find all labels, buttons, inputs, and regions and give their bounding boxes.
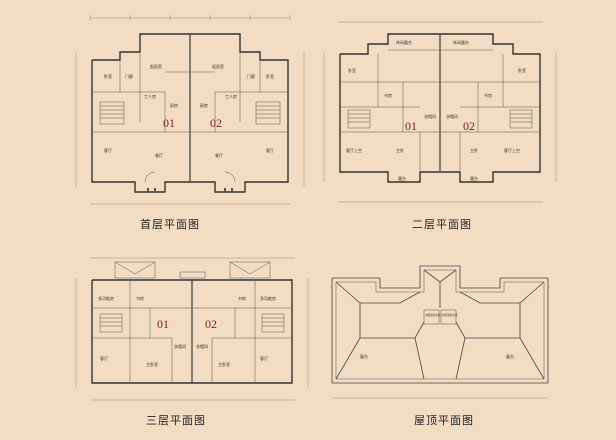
room-label: 衣帽间 xyxy=(424,113,436,119)
room-label: 卧室 xyxy=(266,73,274,79)
room-label: 书房 xyxy=(136,295,144,301)
solar-label: 太阳能热水器 xyxy=(442,313,458,317)
second-floor-plan: 01 02 卧室 卧室 书房 书房 休闲露台 休闲露台 客厅上空 客厅上空 主卧… xyxy=(318,21,563,212)
room-label: 工人房 xyxy=(225,93,237,99)
room-label: 多功能房 xyxy=(260,295,276,301)
room-label: 书房 xyxy=(384,92,392,98)
room-label: 厨房 xyxy=(170,102,178,108)
room-label: 露台 xyxy=(470,175,478,181)
room-label: 卧室 xyxy=(348,67,356,73)
room-label: 露台 xyxy=(360,353,368,359)
room-label: 书房 xyxy=(238,295,246,301)
roof-plan: 太阳能热水器 太阳能热水器 露台 露台 xyxy=(320,258,560,408)
room-label: 主卧 xyxy=(470,147,478,153)
room-label: 客厅 xyxy=(260,355,268,361)
second-floor-drawing: 01 02 卧室 卧室 书房 书房 休闲露台 休闲露台 客厅上空 客厅上空 主卧… xyxy=(323,21,557,203)
room-label: 餐厅 xyxy=(155,152,163,158)
room-label: 卧室 xyxy=(104,73,112,79)
room-label: 门廊 xyxy=(247,73,255,79)
third-floor-plan: 01 02 多功能房 多功能房 书房 书房 衣帽间 衣帽间 客厅 客厅 主卧室 … xyxy=(70,248,315,408)
room-label: 主卧室 xyxy=(218,361,230,367)
room-label: 起居室 xyxy=(212,63,224,69)
room-label: 露台 xyxy=(506,353,514,359)
ground-floor-drawing: 01 02 卧室 卧室 起居室 起居室 门廊 门廊 厨房 厨房 工人房 工人房 … xyxy=(75,15,305,205)
room-label: 衣帽间 xyxy=(446,113,458,119)
unit-number-01: 01 xyxy=(163,116,175,130)
room-label: 餐厅 xyxy=(215,152,223,158)
room-label: 客厅 xyxy=(104,147,112,153)
unit-number-02: 02 xyxy=(210,116,222,130)
plan-caption: 三层平面图 xyxy=(146,414,206,427)
room-label: 主卧 xyxy=(396,147,404,153)
room-label: 衣帽间 xyxy=(196,343,208,349)
room-label: 主卧室 xyxy=(146,361,158,367)
room-label: 起居室 xyxy=(150,63,162,69)
unit-number-02: 02 xyxy=(205,317,217,331)
room-label: 客厅上空 xyxy=(346,147,362,153)
room-label: 客厅 xyxy=(266,147,274,153)
plan-caption: 二层平面图 xyxy=(412,218,472,231)
room-label: 休闲露台 xyxy=(396,39,412,45)
unit-number-02: 02 xyxy=(463,119,475,133)
room-label: 厨房 xyxy=(200,102,208,108)
plan-caption: 首层平面图 xyxy=(140,218,200,231)
solar-label: 太阳能热水器 xyxy=(425,313,441,317)
room-label: 卧室 xyxy=(518,67,526,73)
unit-number-01: 01 xyxy=(157,317,169,331)
room-label: 衣帽间 xyxy=(174,343,186,349)
room-label: 休闲露台 xyxy=(453,39,469,45)
roof-drawing: 太阳能热水器 太阳能热水器 露台 露台 xyxy=(331,265,549,399)
room-label: 客厅上空 xyxy=(504,147,520,153)
ground-floor-plan: 01 02 卧室 卧室 起居室 起居室 门廊 门廊 厨房 厨房 工人房 工人房 … xyxy=(70,12,310,212)
room-label: 露台 xyxy=(398,175,406,181)
room-label: 书房 xyxy=(484,92,492,98)
room-label: 客厅 xyxy=(100,355,108,361)
room-label: 工人房 xyxy=(144,93,156,99)
plan-caption: 屋顶平面图 xyxy=(414,414,474,427)
room-label: 门廊 xyxy=(125,73,133,79)
third-floor-drawing: 01 02 多功能房 多功能房 书房 书房 衣帽间 衣帽间 客厅 客厅 主卧室 … xyxy=(75,257,309,401)
unit-number-01: 01 xyxy=(405,119,417,133)
room-label: 多功能房 xyxy=(98,295,114,301)
